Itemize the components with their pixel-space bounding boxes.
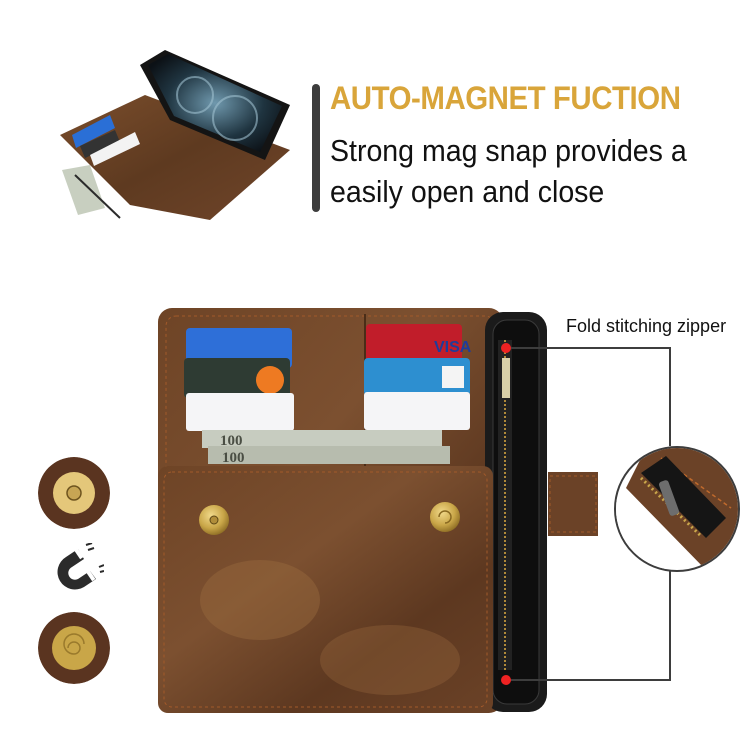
- feature-description: Strong mag snap provides a easily open a…: [330, 130, 687, 212]
- callout-connector-lines: [501, 343, 671, 685]
- magnet-icon: [57, 543, 104, 590]
- svg-text:VISA: VISA: [434, 339, 472, 356]
- feature-description-line-1: Strong mag snap provides a: [330, 133, 687, 168]
- callout-label: Fold stitching zipper: [566, 316, 727, 336]
- svg-text:100: 100: [222, 450, 245, 466]
- snap-male-icon: [38, 457, 110, 529]
- callout-dot-bottom: [501, 675, 511, 685]
- zipper-detail-image: [614, 446, 740, 572]
- product-thumbnail-image: [60, 50, 290, 220]
- callout-dot-top: [501, 343, 511, 353]
- heading-accent-bar: [312, 84, 320, 212]
- feature-title: AUTO-MAGNET FUCTION: [330, 80, 681, 116]
- feature-description-line-2: easily open and close: [330, 174, 605, 209]
- svg-text:100: 100: [220, 433, 243, 449]
- snap-female-icon: [38, 612, 110, 684]
- wallet-main-image: VISA 100 100: [158, 308, 598, 713]
